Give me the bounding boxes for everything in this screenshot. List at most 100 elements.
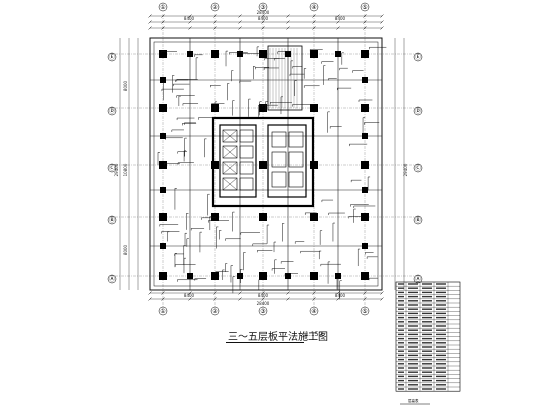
column-2-1: [211, 50, 219, 58]
axis-bubble-top-5: [360, 2, 370, 12]
table-cell-mark: [408, 379, 418, 382]
dim-tick: [286, 297, 290, 301]
axis-label-left-B: Ⓑ: [109, 216, 115, 224]
table-cell-mark: [408, 295, 418, 298]
table-cell-mark: [436, 350, 446, 352]
axis-label-top-2: ②: [212, 4, 218, 11]
core-left-shaft: [219, 124, 257, 198]
table-cell-mark: [398, 316, 404, 319]
table-cell-mark: [408, 291, 418, 294]
dim-tick: [213, 14, 217, 18]
dim-tick: [336, 20, 340, 24]
table-cell-mark: [436, 295, 446, 298]
rebar-annotations: [157, 46, 387, 300]
dim-tick: [148, 26, 152, 30]
table-cell-mark: [398, 308, 404, 310]
column-sec-5: [237, 273, 243, 279]
table-cell-mark: [436, 316, 446, 319]
table-cell-mark: [436, 291, 446, 294]
table-cell-mark: [398, 346, 404, 348]
dim-tick: [238, 297, 242, 301]
table-cell-mark: [422, 388, 432, 390]
dim-tick: [286, 20, 290, 24]
stair-outline: [267, 45, 303, 111]
dim-tick: [148, 297, 152, 301]
axis-bubble-right-5: [413, 274, 423, 284]
table-cell-mark: [422, 308, 432, 310]
table-cell-mark: [398, 363, 404, 365]
dim-tick: [312, 297, 316, 301]
table-cell-mark: [398, 388, 404, 390]
dim-tick: [213, 20, 217, 24]
table-cell-mark: [422, 363, 432, 365]
axis-bubble-bottom-4: [309, 306, 319, 316]
dim-tick: [238, 14, 242, 18]
dim-tick: [161, 14, 165, 18]
dim-tick: [261, 20, 265, 24]
table-cell-mark: [436, 371, 446, 373]
elevator-x2-1: [222, 145, 238, 159]
dim-tick: [188, 14, 192, 18]
table-cell-mark: [422, 375, 432, 378]
column-sec-9: [362, 77, 368, 83]
axis-label-bottom-5: ⑤: [362, 308, 367, 315]
table-cell-mark: [436, 363, 446, 365]
axis-bubble-bottom-3: [258, 306, 268, 316]
table-cell-mark: [398, 350, 404, 352]
dim-top-total: 28400: [257, 10, 270, 15]
column-sec-10: [160, 243, 166, 249]
table-cell-mark: [408, 300, 418, 302]
table-cell-mark: [408, 287, 418, 289]
table-cell-mark: [408, 312, 418, 315]
table-cell-mark: [436, 321, 446, 323]
table-cell-mark: [408, 350, 418, 352]
table-cell-mark: [398, 321, 404, 323]
table-cell-mark: [398, 300, 404, 302]
dim-tick: [380, 20, 384, 24]
dim-tick: [238, 26, 242, 30]
table-cell-mark: [422, 283, 432, 285]
axis-bubble-top-2: [210, 2, 220, 12]
dim-tick: [261, 291, 265, 295]
table-cell-mark: [422, 337, 432, 340]
dimension-texts: 28400 8400 8400 8400 28400 8400 8400 840…: [114, 10, 408, 306]
dim-top-bay-3: 8400: [335, 16, 346, 21]
table-cell-mark: [422, 295, 432, 298]
column-5-3: [361, 161, 369, 169]
column-sec-11: [362, 243, 368, 249]
table-cell-mark: [398, 375, 404, 378]
table-cell-mark: [408, 333, 418, 336]
column-sec-3: [335, 51, 341, 57]
table-cell-mark: [398, 358, 404, 361]
column-5-2: [361, 104, 369, 112]
axis-bubbles: [107, 2, 423, 316]
table-cell-mark: [422, 350, 432, 352]
dim-tick: [336, 14, 340, 18]
dim-tick: [161, 291, 165, 295]
dim-tick: [261, 26, 265, 30]
table-cell-mark: [408, 388, 418, 390]
axis-label-right-A: Ⓐ: [415, 275, 421, 283]
axis-bubble-right-3: [413, 163, 423, 173]
column-sec-13: [362, 187, 368, 193]
axis-bubble-bottom-2: [210, 306, 220, 316]
dim-bottom-total: 28400: [257, 301, 270, 306]
elevator-x2-2: [222, 161, 238, 175]
table-cell-mark: [422, 367, 432, 369]
table-cell-mark: [422, 304, 432, 306]
elevator-left-0: [222, 129, 238, 143]
elevator-left-3: [222, 177, 238, 191]
elevator-mid-3: [239, 177, 254, 191]
dim-tick: [238, 291, 242, 295]
table-cell-mark: [422, 329, 432, 331]
dim-right-total: 29400: [403, 163, 408, 176]
table-cell-mark: [408, 384, 418, 386]
axis-bubble-right-4: [413, 215, 423, 225]
table-cell-mark: [436, 358, 446, 361]
table-cell-mark: [436, 375, 446, 378]
table-cell-mark: [398, 283, 404, 285]
axis-label-right-D: Ⓓ: [415, 107, 421, 115]
column-1-3: [159, 161, 167, 169]
table-cell-mark: [422, 354, 432, 357]
table-cell-mark: [408, 321, 418, 323]
